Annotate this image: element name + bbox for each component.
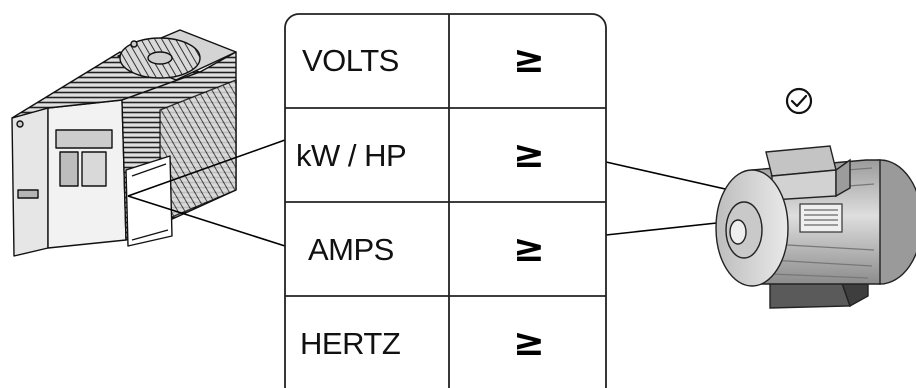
greater-equal-symbol: ≥ (513, 132, 545, 176)
row-label-amps: AMPS (308, 232, 394, 267)
greater-equal-symbol: ≥ (513, 226, 545, 270)
greater-equal-symbol: ≥ (513, 37, 545, 81)
electric-motor-icon (715, 145, 916, 309)
check-circle-icon (785, 87, 813, 115)
row-label-volts: VOLTS (302, 43, 399, 78)
greater-equal-symbol: ≥ (513, 320, 545, 364)
variable-frequency-drive-icon (11, 29, 237, 257)
row-label-hertz: HERTZ (300, 326, 401, 361)
comparison-table (284, 13, 607, 388)
row-label-kw-hp: kW / HP (296, 138, 407, 173)
